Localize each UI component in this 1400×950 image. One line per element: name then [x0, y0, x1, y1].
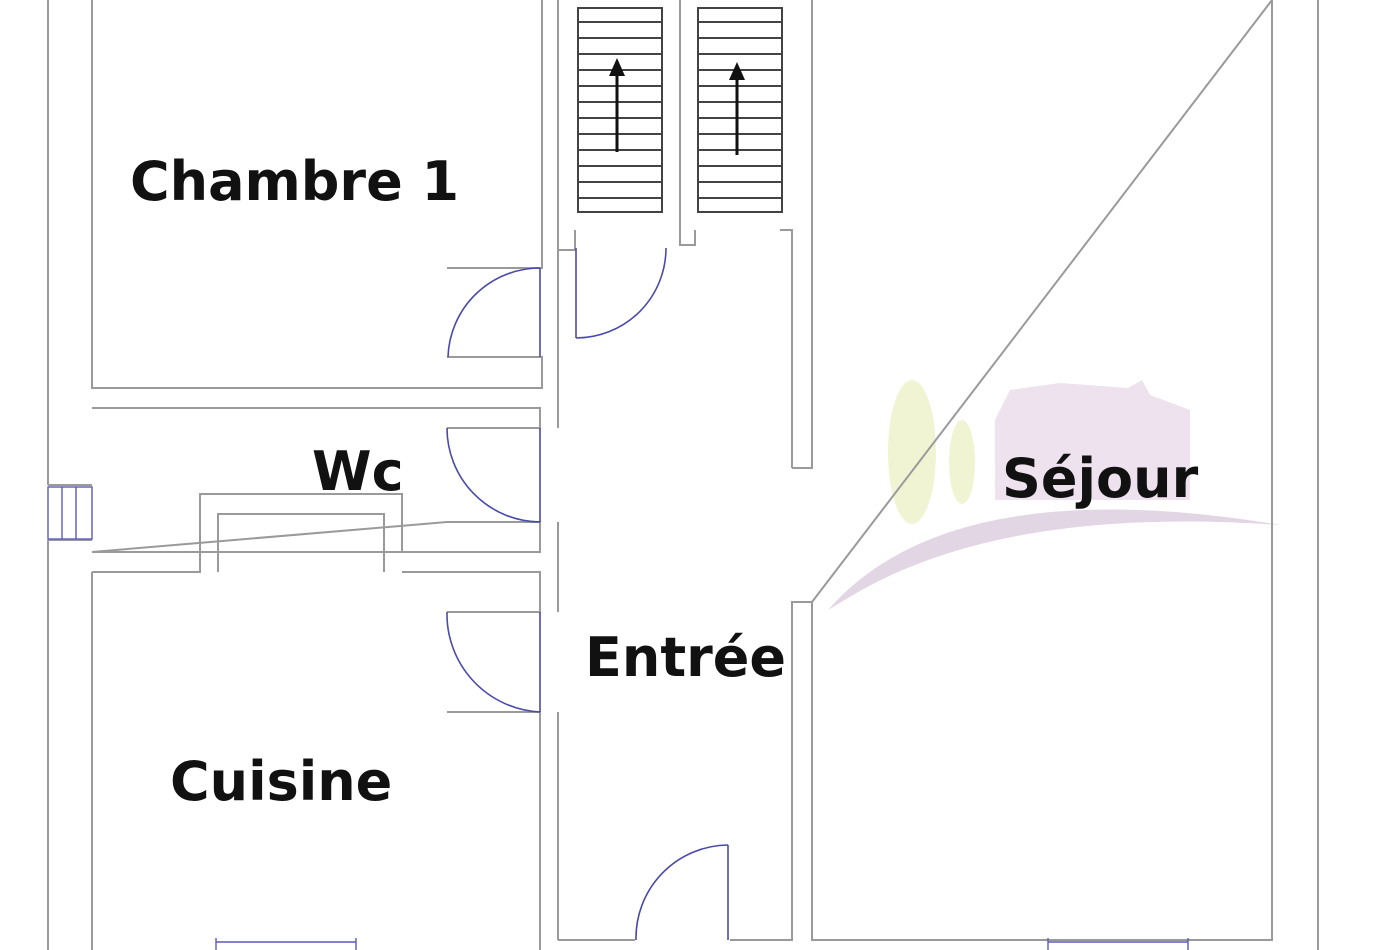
door-wc: [446, 427, 541, 523]
stair-arrow-icon: [609, 58, 625, 76]
room-label-cuisine: Cuisine: [170, 750, 392, 813]
staircase-left: [577, 7, 663, 213]
room-label-chambre: Chambre 1: [130, 150, 459, 213]
cuisine-window: [215, 938, 357, 950]
wc-walls: [48, 407, 541, 553]
door-entrance: [635, 844, 729, 941]
door-stairs: [575, 247, 667, 339]
stair-arrow-icon: [729, 62, 745, 80]
room-label-sejour: Séjour: [1002, 447, 1199, 510]
outer-walls: [47, 0, 1319, 950]
cuisine-walls: [91, 493, 541, 950]
sejour-window: [1047, 938, 1189, 950]
staircase-right: [697, 7, 783, 213]
chambre-walls: [91, 0, 543, 389]
sejour-walls: [811, 0, 1273, 941]
entree-walls: [557, 0, 813, 941]
room-label-entree: Entrée: [585, 626, 786, 689]
room-label-wc: Wc: [312, 440, 404, 503]
door-cuisine: [446, 611, 541, 713]
wc-window: [47, 486, 93, 540]
door-chambre: [447, 267, 541, 358]
